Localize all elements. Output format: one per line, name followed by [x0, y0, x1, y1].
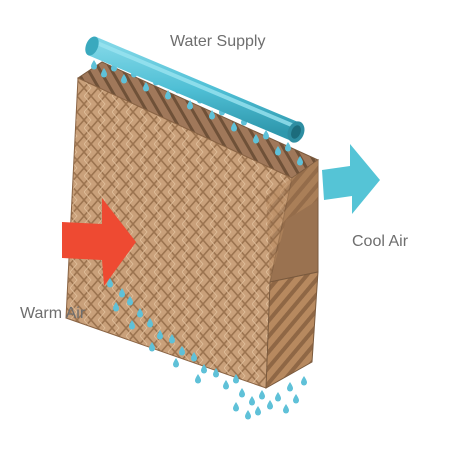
warm-air-label: Warm Air — [20, 305, 86, 322]
water-pipe-icon — [85, 36, 305, 143]
cool-air-label: Cool Air — [352, 233, 409, 250]
pad-side-face-lower — [265, 271, 319, 389]
warm-air-arrow-icon — [62, 198, 136, 286]
cool-air-arrow-icon — [322, 144, 380, 214]
water-supply-label: Water Supply — [170, 33, 266, 50]
pad-side-face-mid — [266, 160, 318, 282]
